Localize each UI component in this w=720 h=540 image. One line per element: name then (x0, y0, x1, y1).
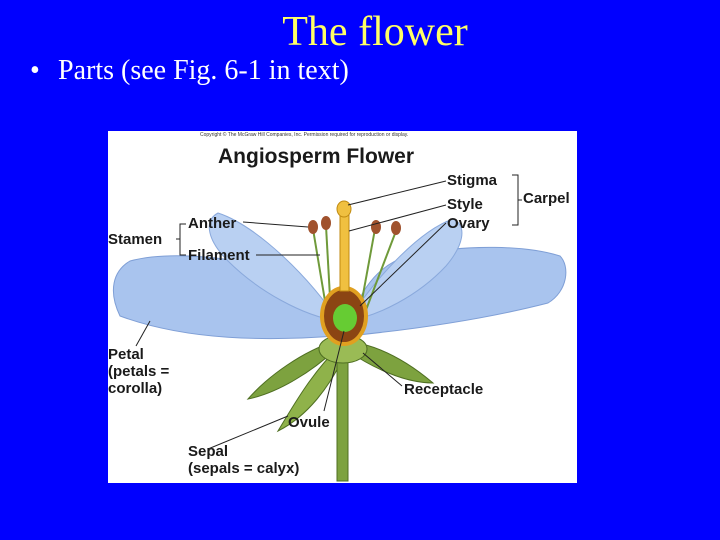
label-filament: Filament (188, 247, 250, 264)
bullet-icon: • (30, 55, 40, 86)
slide-title: The flower (282, 9, 468, 55)
sepal-right (347, 340, 435, 384)
label-ovule: Ovule (288, 414, 330, 431)
bullet-text: Parts (see Fig. 6-1 in text) (58, 55, 349, 86)
stigma (336, 200, 352, 218)
label-style: Style (447, 196, 483, 213)
flower-illustration (112, 174, 567, 482)
stem (336, 360, 349, 482)
label-petal: Petal (petals = corolla) (108, 346, 170, 397)
bullet-item: • Parts (see Fig. 6-1 in text) (30, 54, 349, 88)
label-receptacle: Receptacle (404, 381, 484, 398)
label-stigma: Stigma (447, 172, 498, 189)
anther (308, 220, 318, 234)
ovule (333, 304, 357, 332)
label-ovary: Ovary (447, 215, 490, 232)
petal-back-right (346, 218, 463, 322)
style (339, 210, 350, 292)
copyright-notice: Copyright © The McGraw Hill Companies, I… (200, 132, 409, 138)
label-anther: Anther (188, 215, 237, 232)
label-carpel: Carpel (523, 190, 570, 207)
flower-diagram: Copyright © The McGraw Hill Companies, I… (108, 131, 577, 483)
label-stamen: Stamen (108, 231, 163, 248)
label-sepal: Sepal (sepals = calyx) (188, 443, 300, 477)
sepal-left (246, 340, 337, 400)
diagram-title: Angiosperm Flower (218, 145, 415, 168)
petal-back-left (208, 212, 339, 322)
